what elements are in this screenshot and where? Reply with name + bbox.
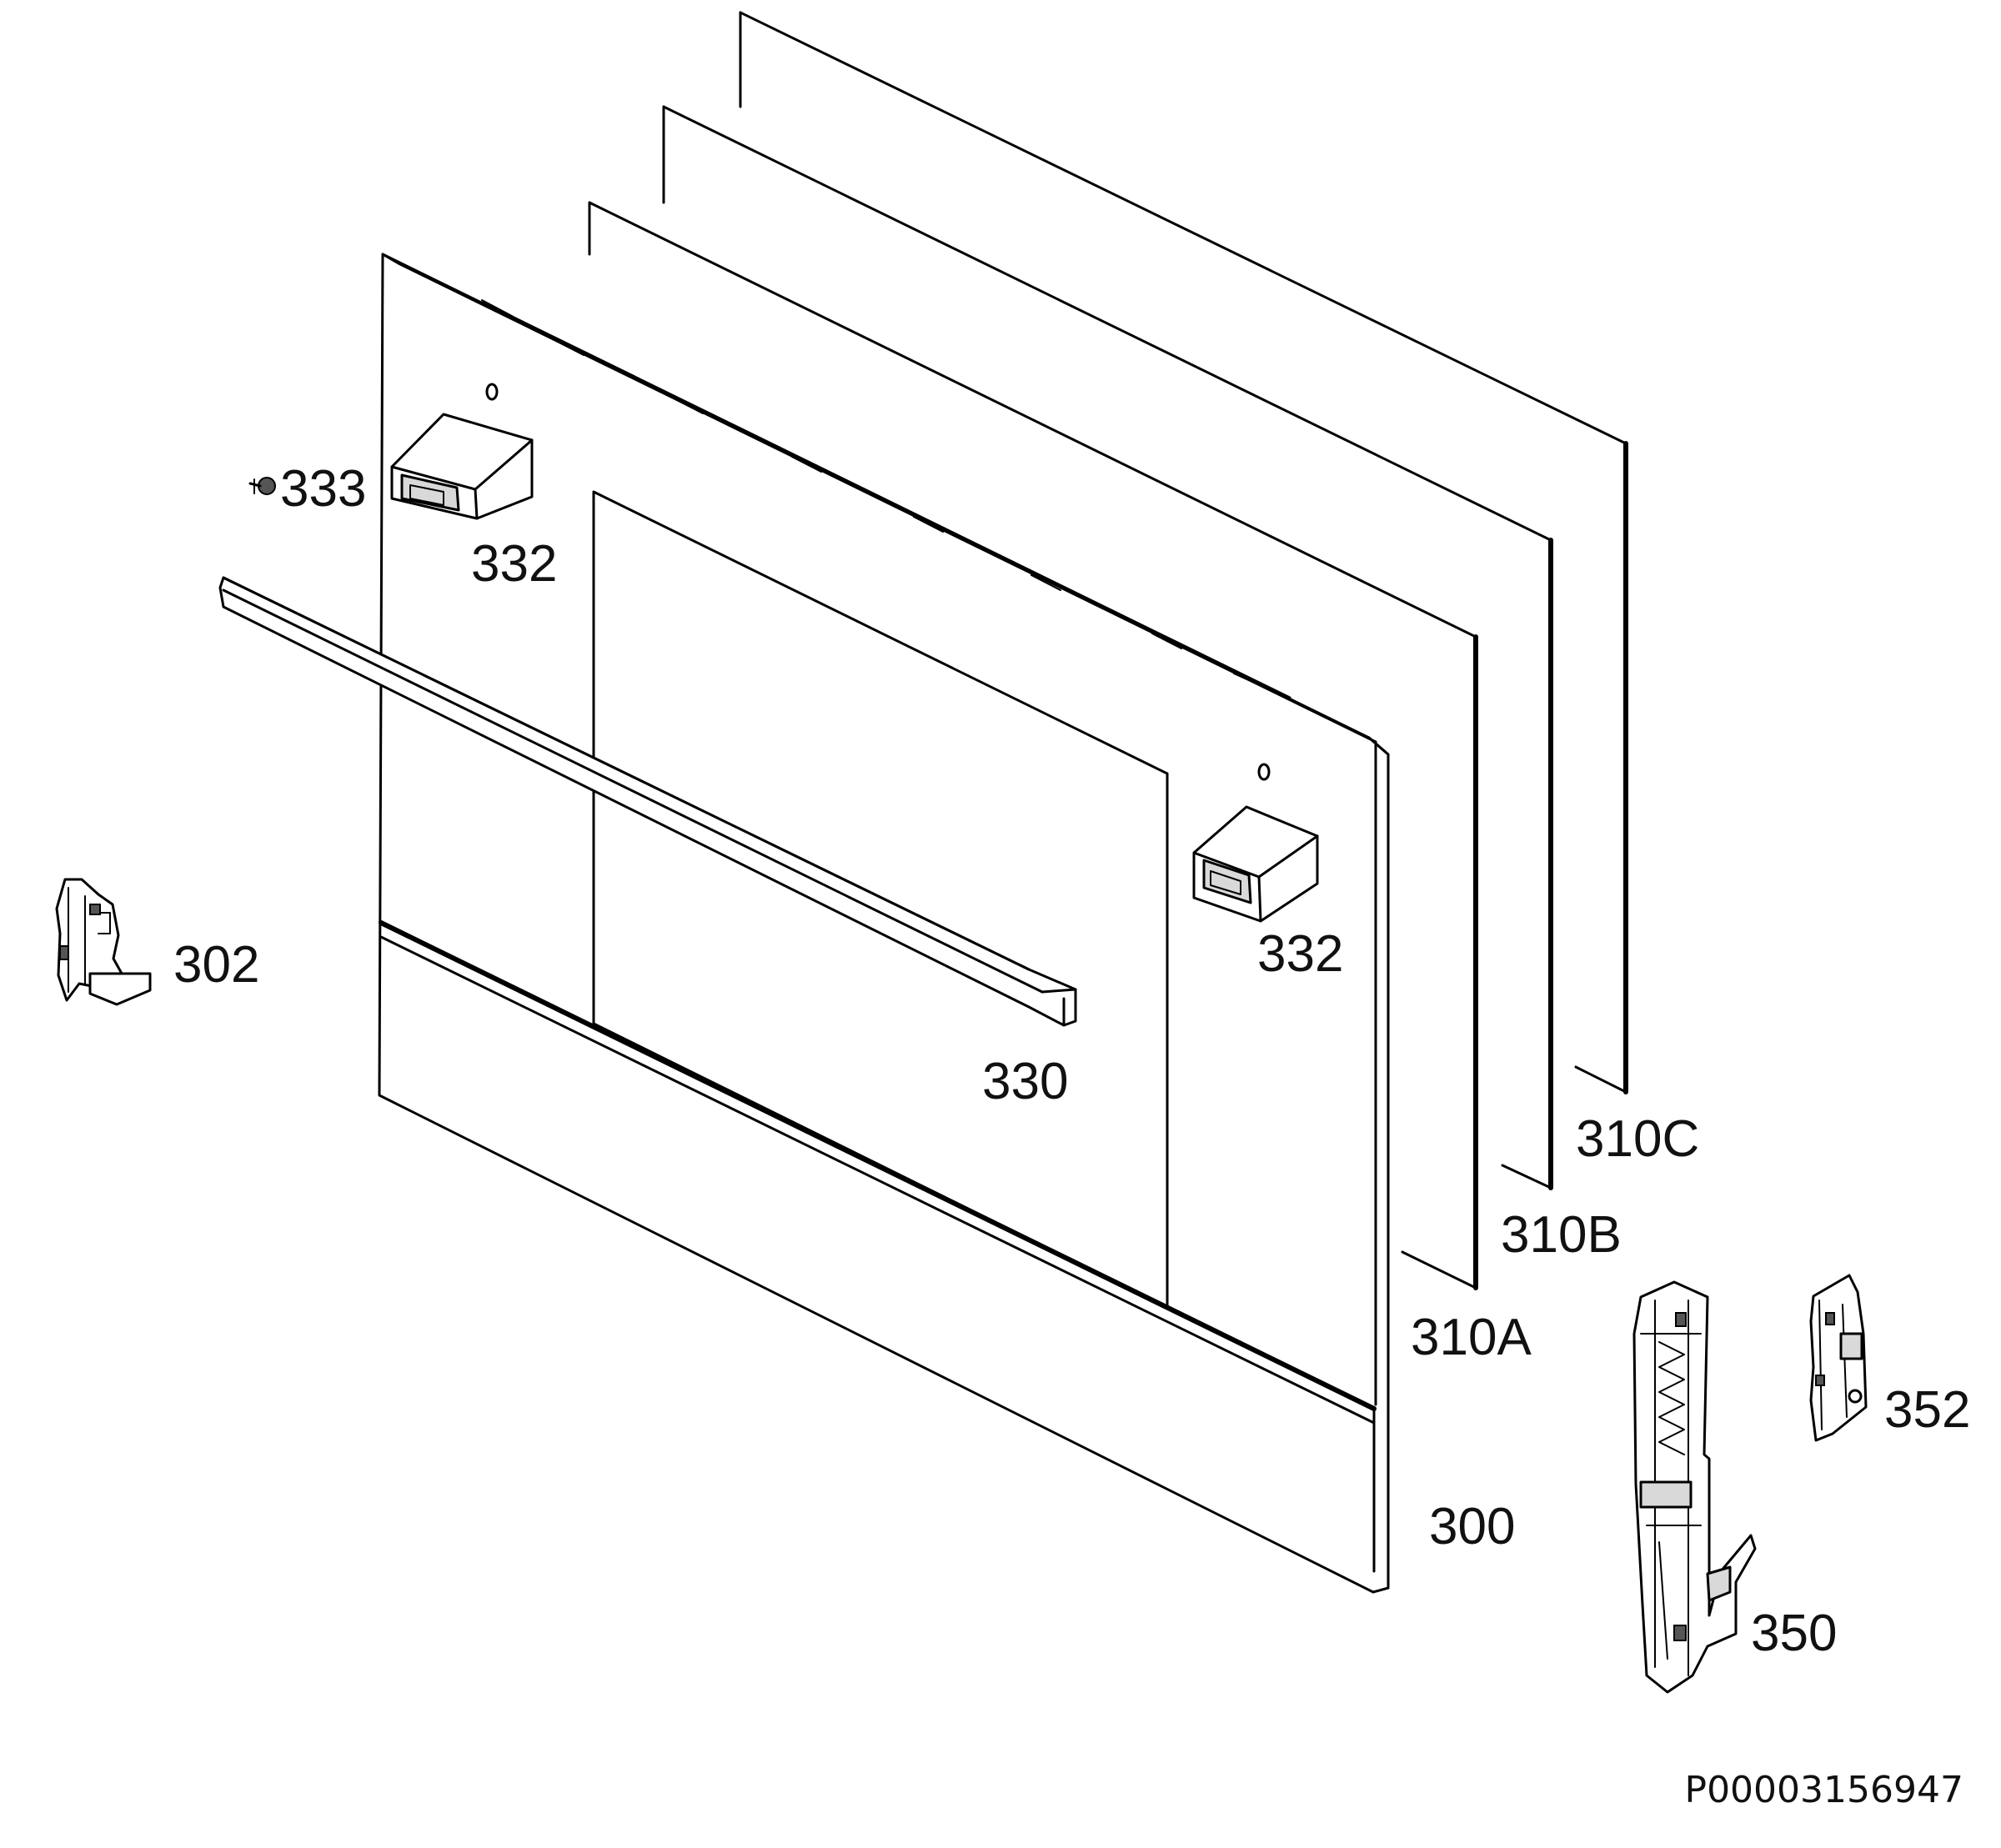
label-332-left: 332	[471, 535, 557, 593]
label-352: 352	[1884, 1381, 1970, 1439]
end-cap-332-right	[1192, 805, 1319, 923]
end-cap-332-left	[390, 413, 534, 520]
hinge-350	[1632, 1280, 1757, 1694]
glass-pane-310c	[739, 11, 1628, 1094]
handle-330	[218, 576, 1077, 1027]
label-333: 333	[280, 460, 366, 518]
label-310c: 310C	[1576, 1110, 1699, 1168]
label-310a: 310A	[1411, 1309, 1532, 1366]
label-332-right: 332	[1257, 925, 1343, 983]
drawing-code: P00003156947	[1685, 1769, 1963, 1811]
bracket-352	[1809, 1274, 1868, 1442]
hinge-302	[55, 878, 152, 1006]
label-330: 330	[982, 1053, 1068, 1110]
label-302: 302	[173, 936, 259, 994]
label-300: 300	[1429, 1498, 1515, 1555]
glass-pane-310a	[588, 201, 1478, 1290]
label-310b: 310B	[1501, 1206, 1622, 1264]
glass-pane-310b	[662, 105, 1553, 1190]
screw-333	[248, 477, 276, 495]
label-350: 350	[1751, 1605, 1837, 1662]
